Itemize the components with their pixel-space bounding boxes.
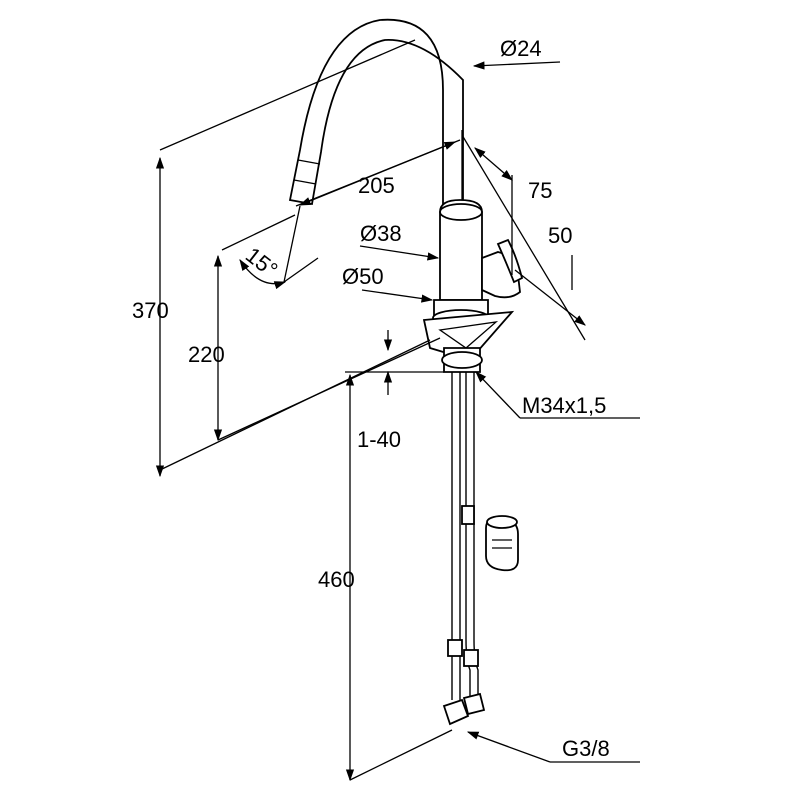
- label-body-diameter: Ø38: [360, 221, 402, 246]
- label-spout-diameter: Ø24: [500, 36, 542, 61]
- label-thread: M34x1,5: [522, 393, 606, 418]
- hose-weight: [485, 515, 519, 572]
- label-body-offset: 75: [528, 178, 552, 203]
- label-lever-offset: 50: [548, 223, 572, 248]
- label-total-height: 370: [132, 298, 169, 323]
- label-counter-thickness: 1-40: [357, 427, 401, 452]
- faucet-body: [422, 199, 524, 373]
- label-reach: 205: [358, 173, 395, 198]
- dimension-labels: Ø24 205 75 50 Ø38 Ø50 15° 370 220 M34x1,…: [132, 36, 610, 761]
- label-hose-length: 460: [318, 567, 355, 592]
- label-spray-angle: 15°: [241, 242, 283, 282]
- label-connection: G3/8: [562, 736, 610, 761]
- label-base-diameter: Ø50: [342, 264, 384, 289]
- dimension-lines: [155, 39, 640, 782]
- supply-hoses: [442, 372, 486, 726]
- label-outlet-height: 220: [188, 342, 225, 367]
